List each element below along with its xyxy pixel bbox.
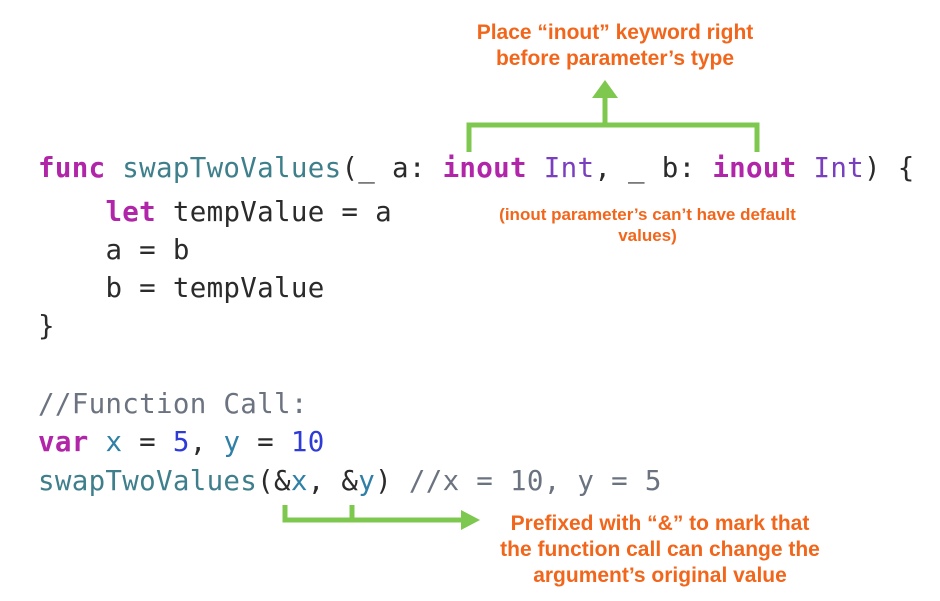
- param-b: , _ b:: [594, 152, 713, 184]
- inout-bracket: [466, 122, 760, 152]
- code-line-function-call: swapTwoValues(&x, &y) //x = 10, y = 5: [38, 465, 662, 497]
- call-open: (&: [257, 465, 291, 497]
- code-line-func-signature: func swapTwoValues(_ a: inout Int, _ b: …: [38, 152, 915, 184]
- keyword-let: let: [105, 196, 157, 228]
- ampersand-note-line3: argument’s original value: [533, 564, 787, 587]
- function-call-name: swapTwoValues: [38, 465, 258, 497]
- var-y: y: [223, 426, 241, 458]
- assign-a-statement: a = b: [105, 234, 190, 266]
- function-name: swapTwoValues: [122, 152, 342, 184]
- code-line-assign-b: b = tempValue: [38, 272, 325, 304]
- keyword-inout-a: inout: [442, 152, 527, 184]
- closing-brace: }: [38, 310, 55, 342]
- code-line-assign-a: a = b: [38, 234, 190, 266]
- call-separator: , &: [307, 465, 359, 497]
- ampersand-arrow-head: [461, 510, 480, 530]
- default-values-note-line1: (inout parameter’s can’t have default: [499, 205, 796, 224]
- inout-arrow-head: [592, 80, 618, 98]
- param-a: (_ a:: [341, 152, 443, 184]
- function-call-comment: //Function Call:: [38, 388, 308, 420]
- call-arg-y: y: [358, 465, 376, 497]
- inout-keyword-note-line1: Place “inout” keyword right: [476, 21, 754, 44]
- call-close: ): [375, 465, 393, 497]
- default-values-note: (inout parameter’s can’t have default va…: [475, 204, 820, 246]
- default-values-note-line2: values): [618, 226, 677, 245]
- var-separator: ,: [189, 426, 224, 458]
- var-x: x: [105, 426, 123, 458]
- keyword-var: var: [38, 426, 89, 458]
- type-int-b: Int: [813, 152, 865, 184]
- ampersand-bracket: [282, 505, 465, 523]
- number-5: 5: [172, 426, 190, 458]
- code-line-close-brace: }: [38, 310, 55, 342]
- keyword-inout-b: inout: [712, 152, 797, 184]
- assign-b-statement: b = tempValue: [105, 272, 325, 304]
- call-arg-x: x: [290, 465, 308, 497]
- equals-x: =: [122, 426, 173, 458]
- keyword-func: func: [38, 152, 106, 184]
- number-10: 10: [290, 426, 325, 458]
- ampersand-note-line2: the function call can change the: [500, 538, 820, 561]
- inout-keyword-note: Place “inout” keyword right before param…: [430, 20, 800, 72]
- inout-keyword-note-line2: before parameter’s type: [495, 47, 735, 70]
- ampersand-note-line1: Prefixed with “&” to mark that: [510, 512, 810, 535]
- result-comment: //x = 10, y = 5: [392, 465, 662, 497]
- code-line-let: let tempValue = a: [38, 196, 393, 228]
- code-line-var-declaration: var x = 5, y = 10: [38, 426, 325, 458]
- signature-close: ) {: [864, 152, 915, 184]
- type-int-a: Int: [543, 152, 595, 184]
- ampersand-note: Prefixed with “&” to mark that the funct…: [470, 511, 850, 589]
- let-statement: tempValue = a: [156, 196, 393, 228]
- equals-y: =: [240, 426, 291, 458]
- code-line-comment: //Function Call:: [38, 388, 308, 420]
